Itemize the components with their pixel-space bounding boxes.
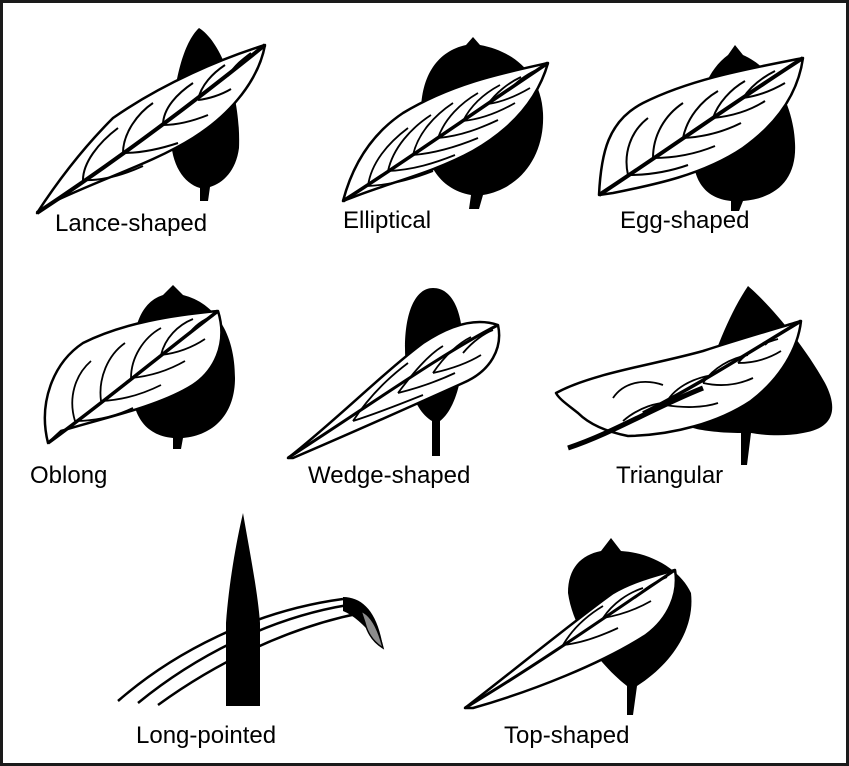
oblong-leaf-illustration [45,285,235,449]
label-oblong: Oblong [30,464,107,488]
long-pointed-leaf-illustration [118,513,383,706]
label-long-pointed: Long-pointed [136,724,276,748]
label-elliptical: Elliptical [343,209,431,233]
egg-shaped-leaf-illustration [599,45,803,211]
lance-shaped-leaf-illustration [37,28,265,213]
triangular-leaf-illustration [556,286,832,465]
long-pointed-silhouette [226,513,260,706]
label-egg-shaped: Egg-shaped [620,209,749,233]
leaf-shapes-illustration [3,3,846,763]
top-shaped-leaf-illustration [465,538,691,715]
label-triangular: Triangular [616,464,723,488]
label-wedge-shaped: Wedge-shaped [308,464,470,488]
label-lance-shaped: Lance-shaped [55,212,207,236]
wedge-shaped-leaf-illustration [288,288,499,458]
elliptical-leaf-illustration [343,37,548,209]
label-top-shaped: Top-shaped [504,724,629,748]
